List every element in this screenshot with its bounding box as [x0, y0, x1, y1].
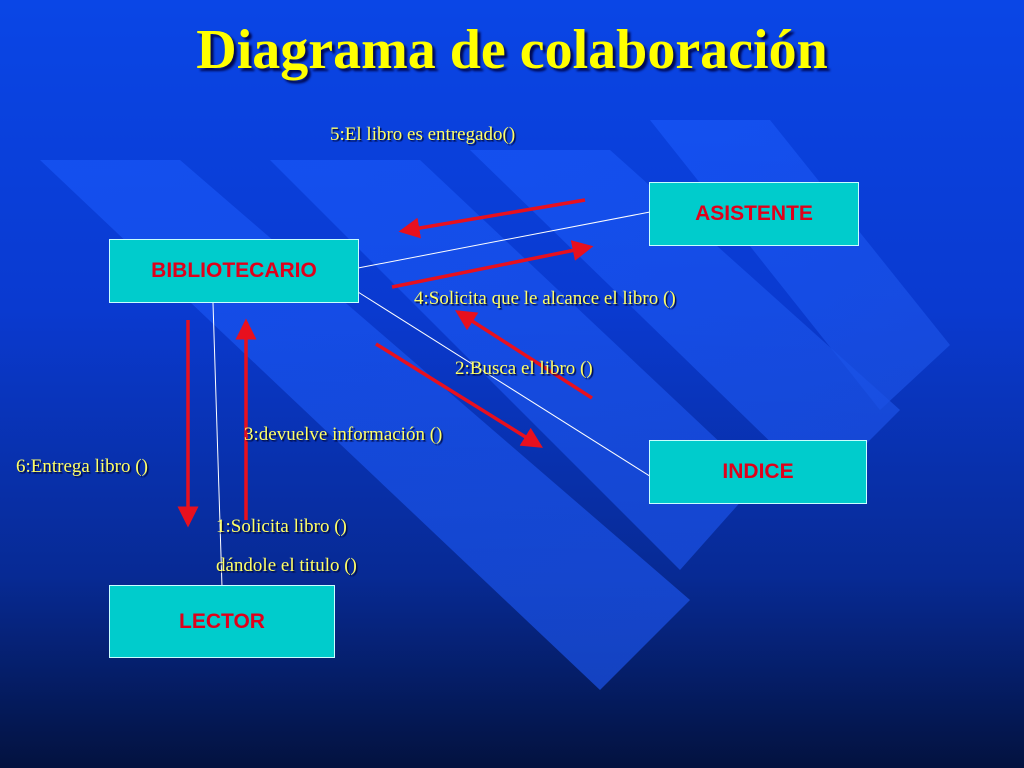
- message-1-label-line2: dándole el titulo (): [216, 555, 357, 576]
- message-2-label: 2:Busca el libro (): [455, 358, 593, 379]
- link-bibliotecario-asistente: [357, 211, 651, 269]
- link-bibliotecario-lector: [212, 302, 223, 588]
- arrow-message-4: [391, 240, 594, 289]
- object-bibliotecario[interactable]: BIBLIOTECARIO: [109, 239, 359, 303]
- object-indice-label: INDICE: [722, 460, 794, 483]
- bg-stripe: [470, 150, 900, 490]
- object-lector[interactable]: LECTOR: [109, 585, 335, 658]
- object-asistente[interactable]: ASISTENTE: [649, 182, 859, 246]
- object-indice[interactable]: INDICE: [649, 440, 867, 504]
- bg-stripe: [270, 160, 760, 570]
- arrow-message-5: [398, 198, 586, 239]
- message-5-label: 5:El libro es entregado(): [330, 124, 516, 145]
- message-4-label: 4:Solicita que le alcance el libro (): [414, 288, 676, 309]
- object-bibliotecario-label: BIBLIOTECARIO: [151, 259, 317, 282]
- message-6-label: 6:Entrega libro (): [16, 456, 148, 477]
- arrow-message-2: [455, 310, 593, 400]
- page-title: Diagrama de colaboración: [196, 19, 828, 81]
- message-1-label-line1: 1:Solicita libro (): [216, 516, 347, 537]
- message-3-label: 3:devuelve información (): [244, 424, 443, 445]
- object-lector-label: LECTOR: [179, 609, 265, 633]
- link-bibliotecario-indice: [357, 291, 657, 481]
- arrow-message-3: [375, 342, 543, 448]
- object-asistente-label: ASISTENTE: [695, 202, 813, 225]
